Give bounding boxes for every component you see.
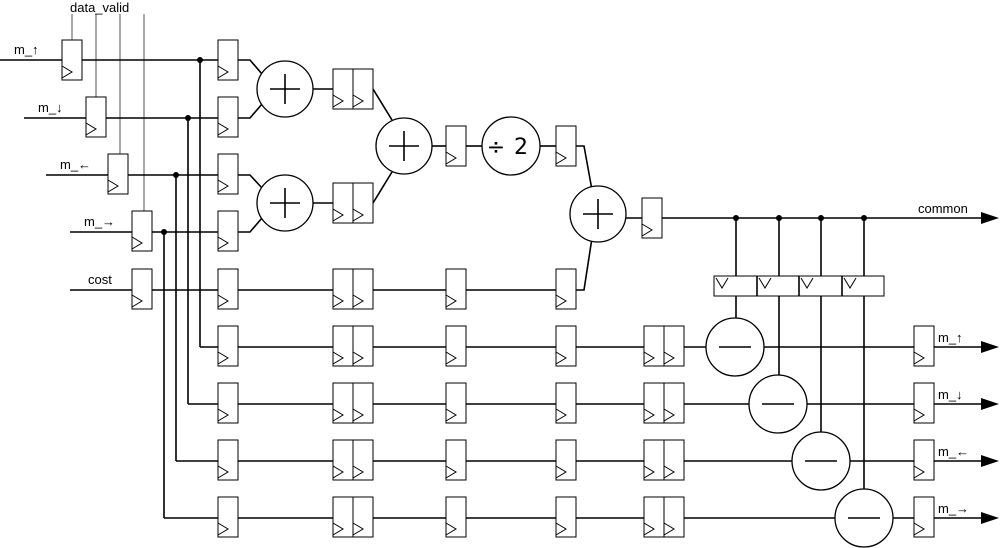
divider: ÷ 2	[481, 116, 541, 176]
register	[61, 39, 83, 81]
register	[131, 268, 153, 310]
register	[555, 268, 577, 310]
register	[217, 268, 239, 310]
register	[217, 39, 239, 81]
wires	[0, 59, 990, 519]
latch-bank	[713, 275, 885, 297]
data-valid-lines	[71, 14, 145, 211]
double-register	[332, 439, 374, 481]
register	[913, 325, 935, 367]
register	[445, 382, 467, 424]
register	[913, 496, 935, 538]
output-label-left: m_←	[938, 444, 969, 459]
output-label-down: m_↓	[938, 387, 963, 402]
double-register	[643, 382, 685, 424]
adder-3	[375, 117, 433, 175]
subtractors	[705, 317, 894, 548]
output-label-right: m_→	[938, 501, 969, 516]
register	[445, 496, 467, 538]
register	[913, 382, 935, 424]
registers	[61, 39, 935, 538]
subtractor-right	[834, 488, 894, 548]
register	[217, 325, 239, 367]
register	[555, 439, 577, 481]
register	[445, 268, 467, 310]
register	[217, 496, 239, 538]
double-register	[643, 496, 685, 538]
double-register	[643, 439, 685, 481]
register	[85, 96, 107, 138]
divide-constant: 2	[514, 135, 528, 160]
input-label-left: m_←	[60, 157, 91, 172]
register	[913, 439, 935, 481]
double-registers	[332, 68, 685, 538]
register	[445, 325, 467, 367]
arrowheads	[981, 212, 999, 524]
register	[445, 439, 467, 481]
subtractor-up	[705, 317, 765, 377]
input-label-up: m_↑	[14, 42, 39, 57]
input-label-right: m_→	[84, 214, 115, 229]
junction-dots	[161, 57, 867, 235]
double-register	[332, 68, 374, 110]
register	[217, 439, 239, 481]
labels: data_valid m_↑ m_↓ m_← m_→ cost common m…	[14, 0, 969, 516]
register	[131, 210, 153, 252]
double-register	[332, 268, 374, 310]
input-label-cost: cost	[88, 272, 112, 287]
adder-final	[569, 185, 627, 243]
register	[217, 210, 239, 252]
input-label-down: m_↓	[38, 100, 63, 115]
register	[445, 125, 467, 167]
register	[555, 496, 577, 538]
subtractor-left	[791, 431, 851, 491]
double-register	[332, 182, 374, 224]
register	[555, 325, 577, 367]
register	[217, 153, 239, 195]
output-label-up: m_↑	[938, 330, 963, 345]
double-register	[332, 382, 374, 424]
adder-2	[256, 174, 314, 232]
adder-1	[256, 60, 314, 118]
register	[555, 382, 577, 424]
register	[555, 125, 577, 167]
register	[107, 153, 129, 195]
data-valid-label: data_valid	[70, 0, 129, 15]
output-label-common: common	[918, 201, 968, 216]
double-register	[643, 325, 685, 367]
register	[217, 96, 239, 138]
register	[217, 382, 239, 424]
double-register	[332, 496, 374, 538]
divide-icon: ÷	[487, 135, 505, 160]
adders	[256, 60, 627, 243]
subtractor-down	[748, 374, 808, 434]
double-register	[332, 325, 374, 367]
register	[641, 197, 663, 239]
